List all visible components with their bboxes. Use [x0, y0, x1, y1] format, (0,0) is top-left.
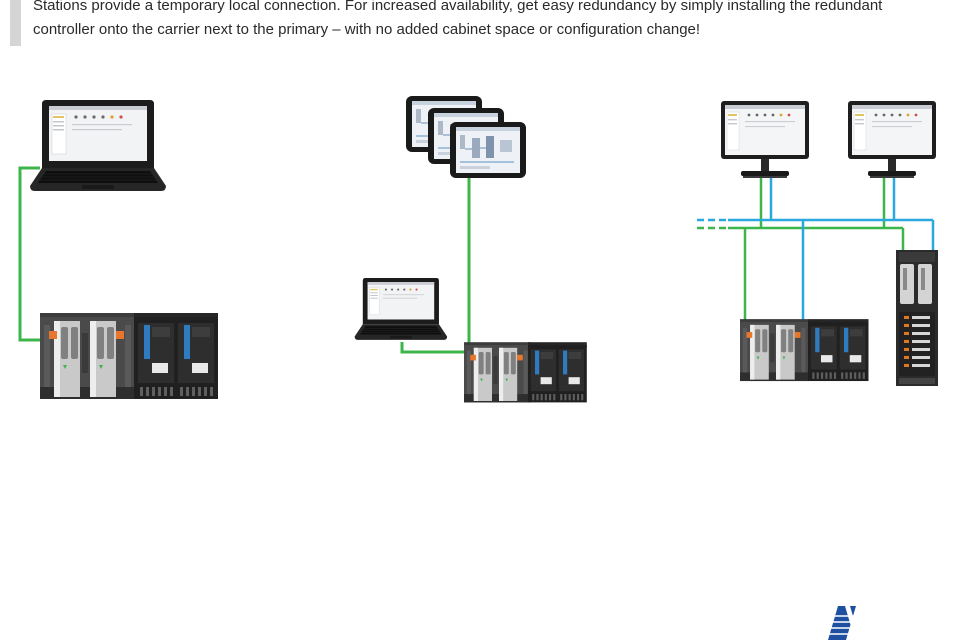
io-module-icon [896, 250, 938, 386]
io-module-icon [528, 342, 587, 403]
topology-local-laptop [18, 99, 218, 399]
intro-line-1: Stations provide a temporary local conne… [33, 0, 883, 14]
topology-tablet-and-laptop [354, 95, 587, 403]
intro-line-2: controller onto the carrier next to the … [33, 21, 701, 38]
io-module-icon [134, 313, 218, 399]
secondary-network-lines [697, 178, 935, 322]
monitor-icon [720, 100, 810, 179]
tablet-stack [405, 95, 527, 179]
intro-paragraph: Stations provide a temporary local conne… [33, 0, 953, 42]
intro-block: Stations provide a temporary local conne… [10, 0, 950, 46]
tablet-icon [449, 121, 527, 179]
controller-carrier-icon [40, 313, 135, 399]
controller-carrier-icon [740, 319, 809, 382]
local-network-cable [18, 166, 48, 342]
controller-carrier-icon [464, 342, 531, 403]
laptop-icon [29, 99, 167, 192]
laptop-network-cable [400, 342, 469, 354]
intro-accent-bar [10, 0, 21, 46]
company-logo-icon [820, 606, 862, 640]
monitor-icon [847, 100, 937, 179]
laptop-icon [354, 277, 448, 341]
io-module-icon [808, 319, 869, 382]
topology-redundant-network [697, 100, 938, 386]
primary-network-lines [697, 178, 905, 322]
